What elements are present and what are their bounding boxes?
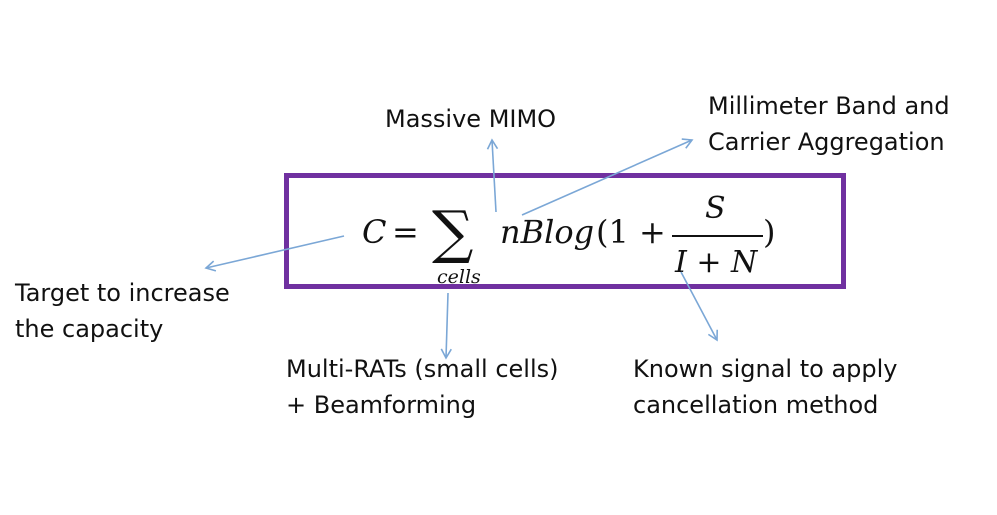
arrow-massive-mimo bbox=[486, 138, 499, 213]
formula-subscript: cells bbox=[437, 266, 481, 288]
formula-equals: = bbox=[392, 213, 419, 251]
label-target-line2: the capacity bbox=[15, 315, 164, 343]
formula-box bbox=[284, 173, 846, 289]
arrow-multirats bbox=[440, 292, 452, 360]
label-millimeter-line1: Millimeter Band and bbox=[708, 92, 950, 120]
formula-sum: ∑ bbox=[432, 198, 473, 266]
label-known-signal: Known signal to apply cancellation metho… bbox=[633, 351, 898, 423]
arrow-known-signal bbox=[680, 271, 719, 342]
label-target-line1: Target to increase bbox=[15, 279, 230, 307]
label-multirats-line1: Multi-RATs (small cells) bbox=[286, 355, 559, 383]
formula-close: ) bbox=[763, 213, 775, 251]
label-multirats: Multi-RATs (small cells) + Beamforming bbox=[286, 351, 558, 423]
label-massive-mimo-text: Massive MIMO bbox=[385, 105, 557, 133]
arrow-target bbox=[204, 235, 345, 272]
label-known-signal-line2: cancellation method bbox=[633, 391, 879, 419]
formula-term: nBlog bbox=[500, 213, 594, 251]
formula-numerator: S bbox=[705, 191, 726, 226]
label-multirats-line2: + Beamforming bbox=[286, 391, 477, 419]
label-millimeter-line2: Carrier Aggregation bbox=[708, 128, 945, 156]
label-target: Target to increase the capacity bbox=[15, 275, 230, 347]
formula-denominator: I + N bbox=[674, 245, 759, 280]
arrow-millimeter bbox=[521, 138, 694, 216]
label-millimeter: Millimeter Band and Carrier Aggregation bbox=[708, 88, 950, 160]
formula-open: (1 + bbox=[596, 213, 666, 251]
label-massive-mimo: Massive MIMO bbox=[385, 101, 556, 137]
formula-lhs: C bbox=[362, 213, 386, 251]
label-known-signal-line1: Known signal to apply bbox=[633, 355, 898, 383]
